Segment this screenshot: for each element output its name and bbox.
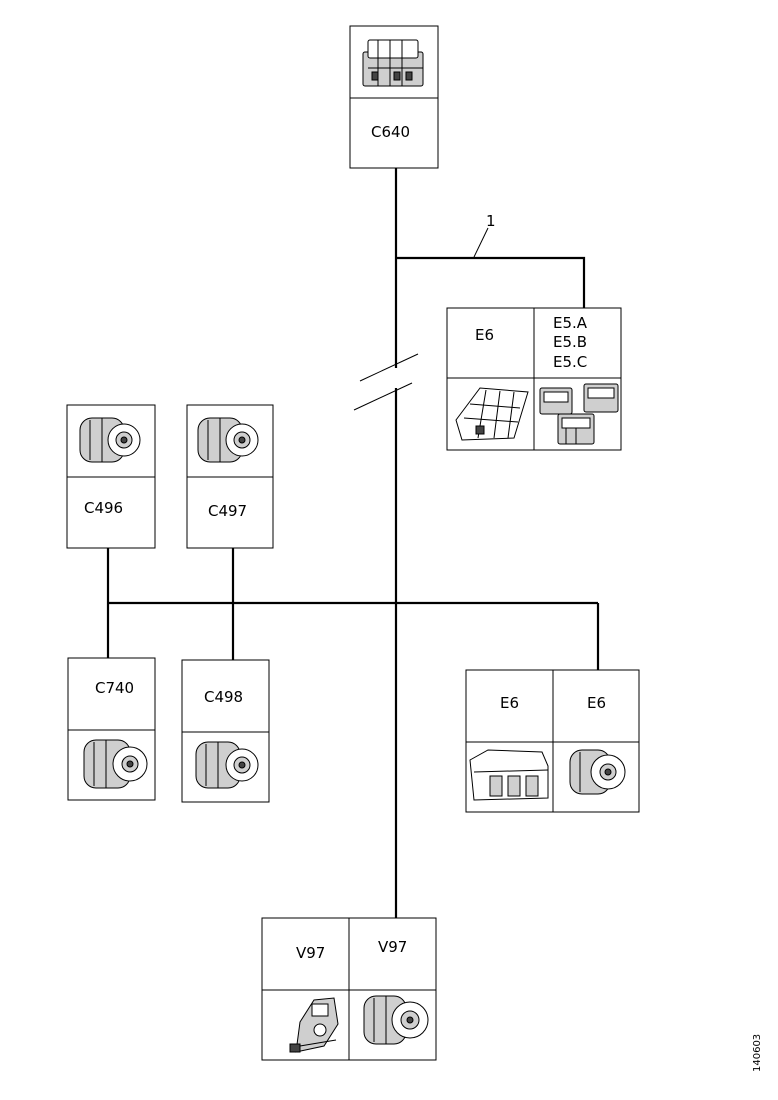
round-connector-icon: [83, 739, 148, 789]
connector-e6-e5: E6 E5.A E5.B E5.C: [446, 307, 622, 451]
v97-b-label: V97: [378, 938, 407, 956]
connector-v97: V97 V97: [261, 917, 437, 1061]
callout-1: 1: [486, 212, 496, 230]
e5c-label: E5.C: [553, 353, 587, 371]
break-mark-lower: [353, 382, 413, 411]
wiring-harness: [106, 168, 600, 918]
control-unit-icon: [455, 387, 529, 441]
branch-to-e5: [396, 256, 586, 308]
control-module-icon: [469, 749, 549, 801]
e5a-label: E5.A: [553, 314, 588, 332]
valve-icon: [289, 997, 339, 1053]
round-connector-icon: [569, 749, 626, 795]
e6-top-label: E6: [475, 326, 494, 344]
round-connector-icon: [195, 741, 259, 789]
round-connector-icon: [79, 417, 141, 463]
connector-e6-right: E6 E6: [465, 669, 640, 813]
c740-label: C740: [95, 679, 134, 697]
v97-a-label: V97: [296, 944, 325, 962]
connector-c496: C496: [66, 404, 156, 549]
e5b-label: E5.B: [553, 333, 587, 351]
c496-label: C496: [84, 499, 123, 517]
c497-label: C497: [208, 502, 247, 520]
connector-c640: C640: [349, 25, 439, 169]
c498-label: C498: [204, 688, 243, 706]
multi-pin-connector-icon: [362, 39, 424, 87]
document-number: 140603: [752, 1034, 763, 1072]
connector-c498: C498: [181, 659, 270, 803]
e6-right-b-label: E6: [587, 694, 606, 712]
callout-leader: [473, 227, 489, 258]
round-connector-icon: [197, 417, 259, 463]
round-connector-icon: [363, 995, 429, 1045]
multi-connector-icon: [539, 383, 619, 445]
break-mark-upper: [359, 353, 419, 382]
e6-right-a-label: E6: [500, 694, 519, 712]
connector-c497: C497: [186, 404, 274, 549]
connector-c740: C740: [67, 657, 156, 801]
c640-label: C640: [371, 123, 410, 141]
